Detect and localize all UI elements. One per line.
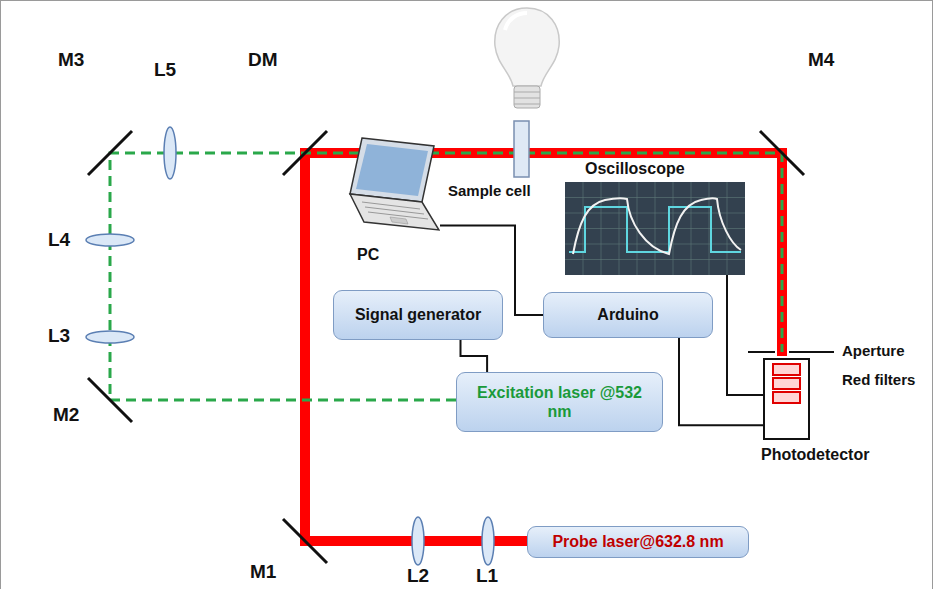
part-name: M3 [58, 50, 84, 71]
lamp [495, 8, 559, 108]
part-name: DM [248, 50, 278, 71]
box-label: Arduino [597, 305, 658, 324]
process-box: Arduino [543, 292, 713, 338]
sample-cell [514, 121, 529, 177]
red-filter-stack [765, 360, 808, 438]
oscilloscope-screen [565, 182, 745, 275]
box-label: Probe laser@632.8 nm [552, 532, 723, 551]
box-label: Excitation laser @532 nm [477, 383, 642, 421]
process-box: Probe laser@632.8 nm [527, 526, 749, 558]
annotation: Sample cell [448, 183, 531, 200]
part-name: L5 [154, 60, 176, 81]
laptop-icon [340, 130, 440, 245]
part-name: L4 [48, 230, 70, 251]
excitation-beam [110, 153, 782, 400]
oscilloscope: Oscilloscope [565, 182, 745, 275]
cable [679, 338, 763, 425]
box-label: Signal generator [355, 305, 481, 324]
part-name: M1 [250, 562, 276, 583]
part-name: M4 [808, 50, 834, 71]
photodetector: Photodetector [763, 358, 810, 440]
part-name: M2 [53, 405, 79, 426]
cable [727, 275, 763, 395]
process-box: Signal generator [333, 290, 503, 340]
part-name: L2 [407, 566, 429, 587]
mirrors [88, 131, 804, 563]
process-box: Excitation laser @532 nm [456, 372, 663, 432]
annotation: Aperture [842, 343, 905, 360]
laptop: PC [340, 130, 440, 245]
photodetector-label: Photodetector [761, 446, 869, 464]
part-name: L1 [476, 566, 498, 587]
lenses [86, 127, 494, 565]
cable [461, 340, 488, 372]
aperture [748, 351, 834, 353]
oscilloscope-label: Oscilloscope [585, 160, 685, 178]
part-name: L3 [48, 326, 70, 347]
probe-beam [305, 153, 782, 541]
laptop-label: PC [357, 246, 379, 264]
annotation: Red filters [842, 372, 915, 389]
